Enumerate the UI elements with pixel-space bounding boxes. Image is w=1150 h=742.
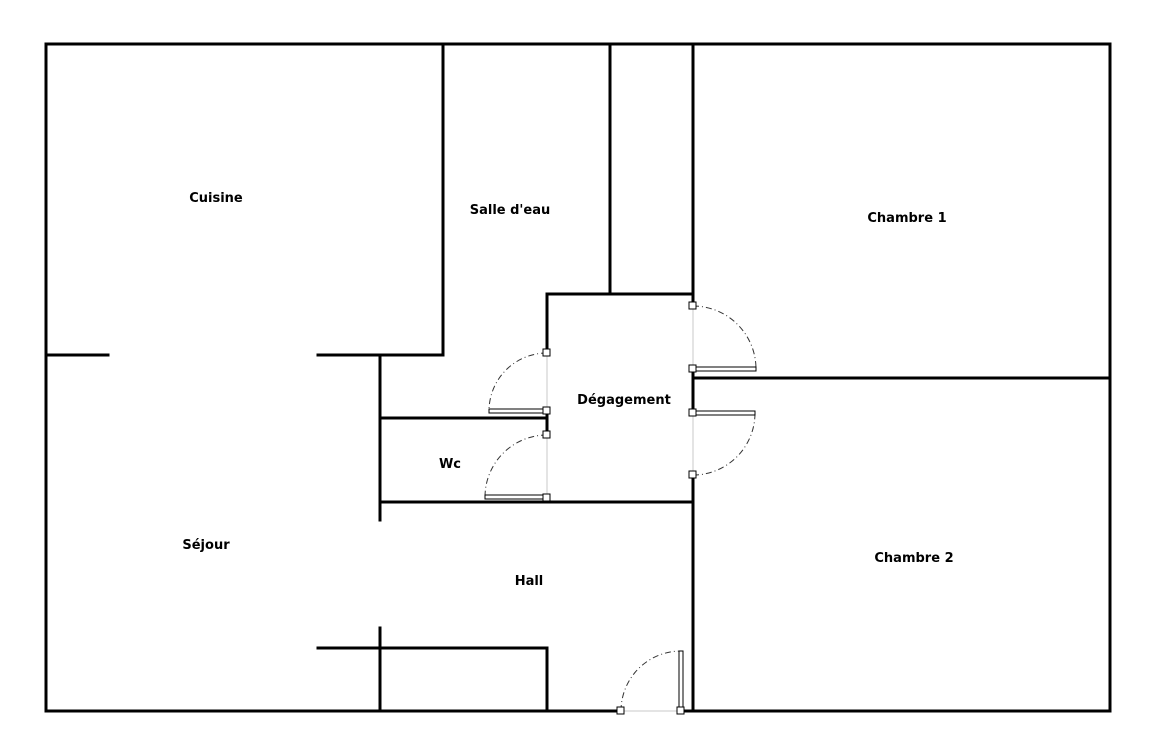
door-leaf (488, 408, 548, 414)
door-chambre2[interactable] (688, 408, 756, 479)
door-hinge (688, 364, 697, 373)
room-label-chambre2: Chambre 2 (874, 551, 953, 566)
room-label-sejour: Séjour (182, 538, 230, 553)
door-hinge (542, 493, 551, 502)
door-leaf (678, 650, 684, 712)
door-swing-arc (488, 352, 548, 412)
door-swing-arc (620, 650, 682, 712)
room-label-wc: Wc (439, 457, 461, 472)
room-label-hall: Hall (515, 574, 544, 589)
door-leaf (692, 366, 757, 372)
door-swing-arc (692, 305, 757, 370)
room-labels: Cuisine Salle d'eau Chambre 1 Dégagement… (182, 191, 953, 589)
door-hinge (688, 470, 697, 479)
room-label-salle-deau: Salle d'eau (470, 203, 551, 218)
door-chambre1[interactable] (688, 301, 757, 373)
door-hinge (542, 406, 551, 415)
door-hinge (688, 301, 697, 310)
door-hinge (688, 408, 697, 417)
door-hinge (616, 706, 625, 715)
door-entrance[interactable] (616, 650, 685, 715)
door-swing-arc (484, 434, 548, 498)
room-label-chambre1: Chambre 1 (867, 211, 946, 226)
door-leaf (484, 494, 548, 500)
door-hinge (676, 706, 685, 715)
door-hinge (542, 348, 551, 357)
door-salle-deau[interactable] (488, 348, 551, 415)
door-leaf (692, 410, 756, 416)
room-label-degagement: Dégagement (577, 393, 671, 408)
door-hinge (542, 430, 551, 439)
door-swing-arc (692, 412, 756, 476)
door-wc[interactable] (484, 430, 551, 502)
walls (44, 42, 1112, 713)
room-label-cuisine: Cuisine (189, 191, 243, 206)
